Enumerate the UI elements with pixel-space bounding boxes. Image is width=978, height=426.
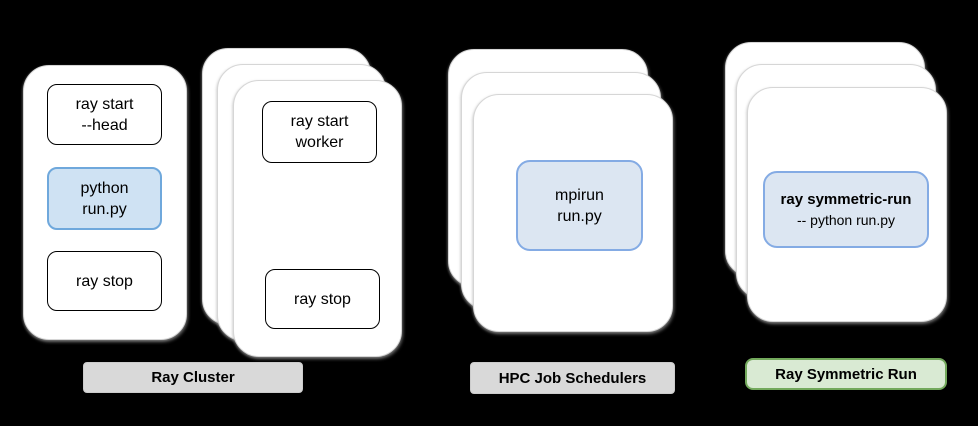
ray-stop-label: ray stop xyxy=(76,272,133,290)
hpc-node-card: mpirun run.py xyxy=(473,94,673,332)
ray-cluster-badge-label: Ray Cluster xyxy=(151,369,235,386)
symmetric-run-line1: ray symmetric-run xyxy=(780,190,912,208)
worker-ray-stop-box: ray stop xyxy=(265,269,380,329)
symmetric-node-card: ray symmetric-run -- python run.py xyxy=(747,87,947,322)
ray-cluster-badge: Ray Cluster xyxy=(83,362,303,393)
hpc-badge-label: HPC Job Schedulers xyxy=(498,369,647,387)
worker-node-card: ray start worker ray stop xyxy=(233,80,402,357)
ray-start-head-box: ray start --head xyxy=(47,84,162,145)
python-run-line2: run.py xyxy=(82,200,127,218)
python-run-line1: python xyxy=(80,179,129,197)
head-node-card: ray start --head python run.py ray stop xyxy=(23,65,187,340)
symmetric-run-line2: -- python run.py xyxy=(796,211,896,228)
symmetric-run-box: ray symmetric-run -- python run.py xyxy=(763,171,929,248)
python-run-box: python run.py xyxy=(47,167,162,230)
mpirun-line1: mpirun xyxy=(555,186,604,204)
ray-start-head-line1: ray start xyxy=(75,95,134,113)
hpc-badge: HPC Job Schedulers xyxy=(470,362,675,394)
ray-start-worker-line2: worker xyxy=(295,134,344,151)
mpirun-line2: run.py xyxy=(557,207,602,225)
ray-symmetric-run-badge: Ray Symmetric Run xyxy=(745,358,947,390)
mpirun-box: mpirun run.py xyxy=(516,160,643,251)
ray-symmetric-run-badge-label: Ray Symmetric Run xyxy=(775,365,917,383)
ray-start-head-line2: --head xyxy=(81,116,128,134)
ray-stop-box: ray stop xyxy=(47,251,162,311)
ray-start-worker-line1: ray start xyxy=(290,113,349,130)
worker-ray-stop-label: ray stop xyxy=(294,290,351,308)
ray-start-worker-box: ray start worker xyxy=(262,101,377,163)
